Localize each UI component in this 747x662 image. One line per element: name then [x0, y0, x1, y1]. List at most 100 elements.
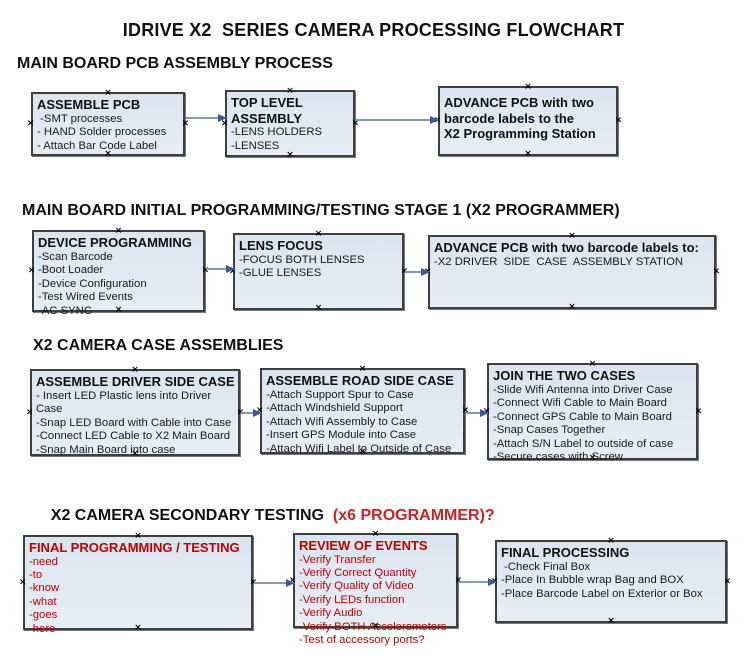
flow-arrow-4[interactable]: [405, 267, 430, 276]
box-line: - Insert LED Plastic lens into Driver Ca…: [36, 389, 215, 416]
box-line: -Place In Bubble wrap Bag and BOX: [501, 574, 684, 587]
box-line: -Connect LED Cable to X2 Main Board: [36, 430, 231, 443]
flowbox-assemble-pcb[interactable]: ASSEMBLE PCB -SMT processes- HAND Solder…: [27, 89, 189, 159]
box-title: DEVICE PROGRAMMING: [38, 235, 192, 250]
flow-arrow-2[interactable]: [356, 115, 439, 124]
box-line: -Test of accessory ports?: [299, 634, 425, 647]
connector-handle-icon: ×: [614, 115, 623, 126]
box-title: FINAL PROCESSING: [501, 545, 630, 560]
box-lines: -need-to-know-what-goes-here: [29, 556, 248, 636]
box-lines: - Insert LED Plastic lens into Driver Ca…: [36, 390, 235, 458]
box-line: -Connect Wifi Cable to Main Board: [493, 397, 667, 410]
flowbox-top-level-assembly[interactable]: TOP LEVEL ASSEMBLY -LENS HOLDERS-LENSES …: [221, 87, 359, 160]
box-line: -need: [29, 555, 58, 568]
box-line: -Attach Wifi Assembly to Case: [266, 415, 418, 428]
flow-arrow-7[interactable]: [254, 578, 295, 587]
box-line: -Attach Windshield Support: [266, 402, 403, 415]
flowbox-lens-focus[interactable]: LENS FOCUS -FOCUS BOTH LENSES-GLUE LENSE…: [229, 230, 408, 313]
box-line: -goes: [29, 609, 58, 622]
box-line: -Attach Wifi Label to Outside of Case: [266, 442, 452, 455]
box-title: ADVANCE PCB with two barcode labels to:: [434, 240, 699, 255]
box-line: -SMT processes: [37, 112, 123, 125]
box-line: -Verify Correct Quantity: [299, 567, 417, 579]
page-title: IDRIVE X2 SERIES CAMERA PROCESSING FLOWC…: [122, 20, 625, 40]
section-header-case-assemblies: X2 CAMERA CASE ASSEMBLIES: [33, 337, 284, 354]
box-line: -Attach Support Spur to Case: [266, 388, 414, 401]
box-line: -AC SYNC: [38, 304, 92, 317]
box-line: -Verify BOTH Accelerometers: [299, 620, 447, 633]
flow-arrow-6[interactable]: [466, 408, 489, 417]
box-line: -Snap LED Board with Cable into Case: [36, 416, 232, 429]
box-line: -Verify Quality of Video: [299, 580, 414, 593]
box-line: -Secure cases with Screw: [493, 451, 623, 464]
box-line: -Snap Cases Together: [493, 424, 606, 437]
box-line: -LENS HOLDERS: [231, 126, 323, 139]
box-title: ASSEMBLE DRIVER SIDE CASE: [36, 374, 235, 389]
box-lines: -SMT processes- HAND Solder processes- A…: [37, 113, 180, 154]
box-lines: -FOCUS BOTH LENSES-GLUE LENSES: [239, 254, 399, 281]
flowbox-advance-pcb-to-programming-station[interactable]: ADVANCE PCB with two barcode labels to t…: [434, 83, 622, 159]
box-lines: -Scan Barcode-Boot Loader-Device Configu…: [38, 251, 200, 319]
box-lines: -X2 DRIVER SIDE CASE ASSEMBLY STATION: [434, 256, 711, 270]
box-line: -Verify Audio: [299, 607, 363, 620]
connector-handle-icon: ×: [524, 149, 532, 159]
section-header-pcb-assembly: MAIN BOARD PCB ASSEMBLY PROCESS: [17, 55, 333, 72]
flowbox-device-programming[interactable]: DEVICE PROGRAMMING -Scan Barcode-Boot Lo…: [28, 227, 209, 317]
box-line: -Verify LEDs function: [299, 593, 405, 606]
arrowhead-icon: [218, 113, 227, 122]
box-line: - HAND Solder processes: [37, 126, 167, 139]
connector-handle-icon: ×: [27, 265, 36, 276]
box-title: TOP LEVEL ASSEMBLY: [231, 95, 303, 126]
connector-handle-icon: ×: [18, 577, 27, 587]
connector-handle-icon: ×: [568, 302, 576, 312]
flowbox-final-processing[interactable]: FINAL PROCESSING -Check Final Box-Place …: [491, 537, 731, 626]
box-line: -Attach S/N Label to outside of case: [493, 437, 674, 450]
flow-arrow-1[interactable]: [186, 113, 227, 122]
box-line: -Check Final Box: [501, 560, 591, 573]
flowbox-advance-pcb-to-driver-side-case-station[interactable]: ADVANCE PCB with two barcode labels to: …: [424, 232, 720, 312]
section-header-suffix: (x6 PROGRAMMER)?: [332, 507, 495, 524]
box-lines: -Check Final Box-Place In Bubble wrap Ba…: [501, 561, 722, 602]
box-title: REVIEW OF EVENTS: [299, 538, 428, 553]
box-line: -here: [29, 622, 56, 635]
section-header-secondary-testing: X2 CAMERA SECONDARY TESTING (x6 PROGRAMM…: [33, 489, 495, 543]
connector-handle-icon: ×: [712, 266, 721, 277]
box-title: FINAL PROGRAMMING / TESTING: [29, 540, 240, 555]
flowbox-review-of-events[interactable]: REVIEW OF EVENTS -Verify Transfer-Verify…: [289, 530, 462, 647]
box-lines: -LENS HOLDERS-LENSES: [231, 126, 350, 153]
box-line: -Device Configuration: [38, 277, 147, 290]
flowbox-final-programming-testing[interactable]: FINAL PROGRAMMING / TESTING -need-to-kno…: [19, 532, 257, 635]
box-line: -Insert GPS Module into Case: [266, 429, 417, 442]
box-title: JOIN THE TWO CASES: [493, 368, 636, 383]
connector-handle-icon: ×: [25, 407, 34, 417]
box-lines: -Attach Support Spur to Case-Attach Wind…: [266, 389, 460, 457]
box-line: -Place Barcode Label on Exterior or Box: [501, 587, 703, 600]
flow-arrow-5[interactable]: [241, 408, 262, 417]
connector-handle-icon: ×: [694, 406, 703, 416]
arrowhead-icon: [253, 408, 262, 417]
box-line: -Scan Barcode: [38, 250, 113, 263]
arrowhead-icon: [226, 264, 235, 273]
box-title: LENS FOCUS: [239, 238, 323, 253]
box-line: -Snap Main Board into case: [36, 443, 176, 456]
arrowhead-icon: [430, 115, 439, 124]
box-line: - Attach Bar Code Label: [37, 139, 157, 152]
flowbox-assemble-road-side-case[interactable]: ASSEMBLE ROAD SIDE CASE -Attach Support …: [256, 365, 469, 457]
box-line: -Test Wired Events: [38, 291, 133, 304]
box-line: -LENSES: [231, 139, 280, 152]
connector-handle-icon: ×: [723, 576, 732, 586]
flowbox-join-the-two-cases[interactable]: JOIN THE TWO CASES -Slide Wifi Antenna i…: [483, 360, 702, 464]
connector-handle-icon: ×: [181, 118, 190, 129]
box-title: ADVANCE PCB with two barcode labels to t…: [444, 95, 596, 142]
box-line: -X2 DRIVER SIDE CASE ASSEMBLY STATION: [434, 255, 684, 268]
arrowhead-icon: [286, 578, 295, 587]
box-line: -Slide Wifi Antenna into Driver Case: [493, 383, 673, 396]
connector-handle-icon: ×: [461, 405, 470, 416]
box-line: -GLUE LENSES: [239, 267, 322, 280]
flow-arrow-3[interactable]: [206, 264, 235, 273]
flow-arrow-8[interactable]: [459, 577, 497, 586]
section-header-text: X2 CAMERA SECONDARY TESTING: [50, 507, 333, 524]
box-title: ASSEMBLE PCB: [37, 97, 141, 112]
flowbox-assemble-driver-side-case[interactable]: ASSEMBLE DRIVER SIDE CASE - Insert LED P…: [26, 366, 244, 459]
box-lines: -Slide Wifi Antenna into Driver Case-Con…: [493, 384, 693, 465]
